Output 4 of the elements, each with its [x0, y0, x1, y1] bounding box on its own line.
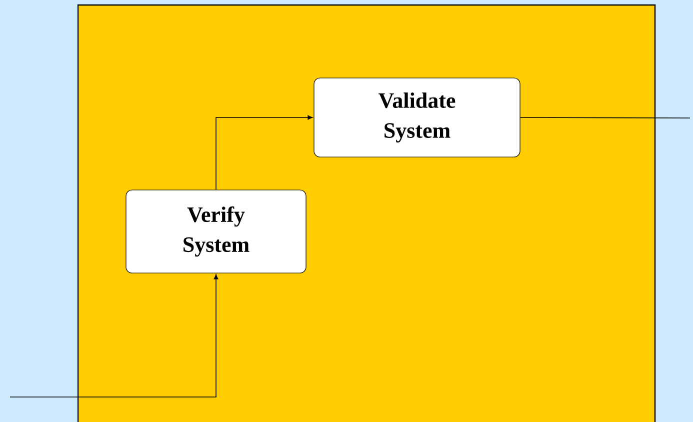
process-box: Validate System [314, 78, 520, 158]
arrow [10, 274, 218, 398]
process-box: Verify System [126, 190, 306, 274]
arrow [216, 115, 313, 190]
